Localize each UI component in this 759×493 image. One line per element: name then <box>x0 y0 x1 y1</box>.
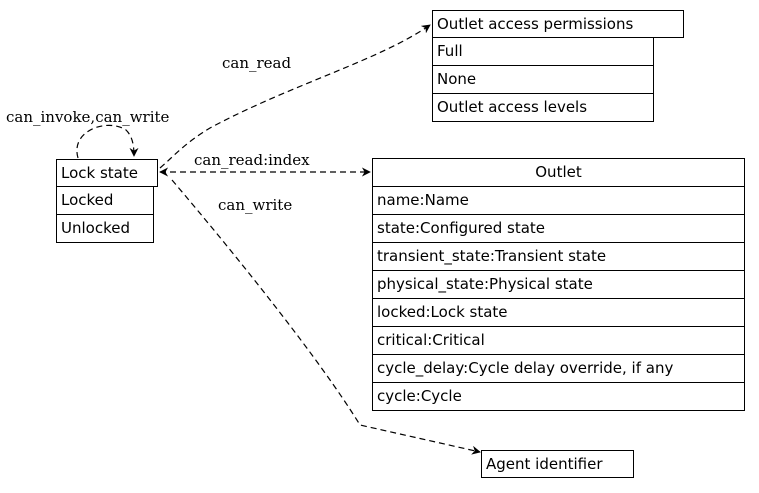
node-outlet-field: physical_state:Physical state <box>372 270 745 299</box>
node-agent-identifier: Agent identifier <box>481 450 634 478</box>
edge-label-to-permissions: can_read <box>222 54 292 72</box>
node-lock-state: Lock state Locked Unlocked <box>56 159 158 243</box>
edge-to-permissions <box>159 24 431 169</box>
node-lock-state-title: Lock state <box>56 159 158 187</box>
node-outlet-access-permissions-row: None <box>432 65 654 94</box>
node-outlet-field: locked:Lock state <box>372 298 745 327</box>
node-outlet-field: transient_state:Transient state <box>372 242 745 271</box>
node-lock-state-row: Unlocked <box>56 214 154 243</box>
node-lock-state-row: Locked <box>56 186 154 215</box>
node-outlet-access-permissions: Outlet access permissions Full None Outl… <box>432 10 684 123</box>
edge-to-agent <box>171 179 481 455</box>
node-outlet: Outlet name:Name state:Configured state … <box>372 158 745 411</box>
node-outlet-access-permissions-row: Outlet access levels <box>432 93 654 122</box>
node-outlet-access-permissions-title: Outlet access permissions <box>432 10 684 38</box>
node-outlet-field: cycle:Cycle <box>372 382 745 411</box>
node-outlet-field: critical:Critical <box>372 326 745 355</box>
edge-self-loop <box>76 124 139 159</box>
node-outlet-title: Outlet <box>372 158 745 187</box>
edge-label-to-agent: can_write <box>218 196 293 214</box>
edge-label-self-loop: can_invoke,can_write <box>6 108 170 126</box>
edge-label-to-outlet: can_read:index <box>194 151 310 169</box>
node-outlet-field: cycle_delay:Cycle delay override, if any <box>372 354 745 383</box>
node-outlet-access-permissions-row: Full <box>432 37 654 66</box>
node-outlet-field: name:Name <box>372 186 745 215</box>
node-outlet-field: state:Configured state <box>372 214 745 243</box>
node-agent-identifier-title: Agent identifier <box>481 450 634 478</box>
